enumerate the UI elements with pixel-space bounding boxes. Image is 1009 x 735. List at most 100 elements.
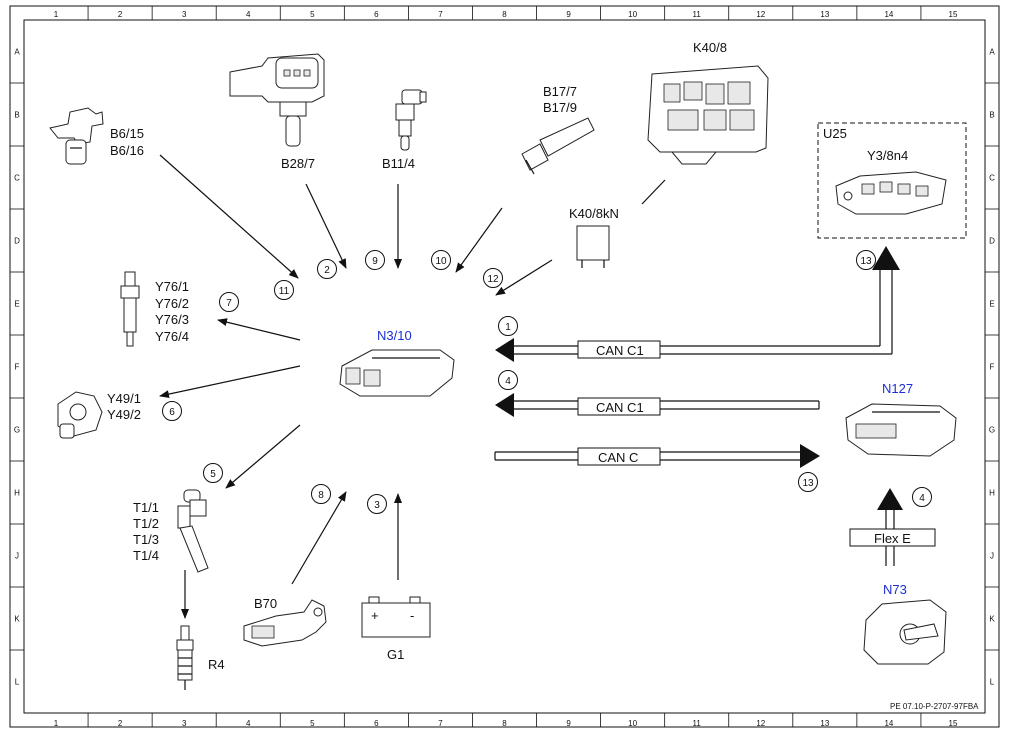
grid-column-label: 5 [310,10,315,19]
can-c1-label-mid: CAN C1 [596,400,644,415]
battery-plus-sign: + [371,608,379,623]
grid-column-label: 2 [118,10,123,19]
svg-text:3: 3 [374,500,380,511]
signal-lines [159,154,666,619]
grid-row-label: K [989,615,995,624]
grid-row-label: B [989,111,994,120]
grid-column-label: 12 [756,10,765,19]
grid-row-label: G [14,426,20,435]
label-t1-3: T1/3 [133,532,159,547]
grid-row-label: F [990,363,995,372]
camshaft-adjuster-icon [57,391,103,439]
grid-row-label: L [990,678,995,687]
grid-column-label: 1 [54,10,59,19]
grid-column-label: 15 [949,719,958,728]
grid-column-label: 4 [246,719,251,728]
callout-12: 12 [483,268,503,288]
can-c1-bus-top [495,246,900,362]
engine-control-unit-icon [339,349,455,397]
callout-4b: 4 [912,487,932,507]
flex-e-label: Flex E [874,531,911,546]
grid-column-label: 14 [884,10,893,19]
grid-column-label: 9 [566,719,571,728]
spark-plug-icon [176,625,194,690]
callout-4a: 4 [498,370,518,390]
fuse-relay-module-icon [647,65,769,165]
grid-row-label: A [989,48,995,57]
grid-row-label: E [989,300,994,309]
frame [9,5,1000,728]
callout-1: 1 [498,316,518,336]
callout-13b: 13 [798,472,818,492]
grid-column-label: 1 [54,719,59,728]
label-b28-7: B28/7 [281,156,315,171]
label-g1: G1 [387,647,404,662]
grid-column-label: 4 [246,10,251,19]
grid-column-label: 6 [374,719,379,728]
fuel-injector-icon [120,271,140,347]
grid-column-label: 6 [374,10,379,19]
battery-icon [361,596,431,638]
svg-text:12: 12 [487,274,499,285]
label-y49-1: Y49/1 [107,391,141,406]
drawing-code: PE 07.10-P-2707-97FBA [890,702,979,711]
grid-row-label: A [14,48,20,57]
grid-column-label: 7 [438,10,443,19]
grid-column-label: 3 [182,719,187,728]
label-b70: B70 [254,596,277,611]
grid-row-label: D [989,237,995,246]
grid-row-label: K [14,615,20,624]
svg-text:10: 10 [435,256,447,267]
grid-column-label: 11 [693,719,702,728]
svg-text:4: 4 [919,493,925,504]
label-y76-3: Y76/3 [155,312,189,327]
callout-11: 11 [274,280,294,300]
svg-text:1: 1 [505,322,511,333]
grid-row-label: J [15,552,19,561]
camshaft-sensor-icon [49,107,104,165]
grid-row-label: J [990,552,994,561]
grid-column-label: 5 [310,719,315,728]
ignition-coil-icon [177,489,209,573]
label-b6-16: B6/16 [110,143,144,158]
callout-3: 3 [367,494,387,514]
label-t1-1: T1/1 [133,500,159,515]
label-b17-7: B17/7 [543,84,577,99]
intake-air-sensor-icon [521,117,595,175]
grid-column-label: 3 [182,10,187,19]
svg-text:4: 4 [505,376,511,387]
grid-row-label: B [14,111,19,120]
label-y76-1: Y76/1 [155,279,189,294]
label-n3-10: N3/10 [377,328,412,343]
label-y76-2: Y76/2 [155,296,189,311]
flex-e-bus [877,488,903,566]
grid-column-label: 13 [820,10,829,19]
svg-text:5: 5 [210,469,216,480]
svg-text:7: 7 [226,298,232,309]
label-k40-8kn: K40/8kN [569,206,619,221]
crankshaft-sensor-icon [243,599,327,647]
grid-column-label: 8 [502,10,507,19]
can-c1-label-box-top [577,340,661,359]
grid-column-labels: 1122334455667788991010111112121313141415… [54,6,958,728]
can-c-label: CAN C [598,450,638,465]
grid-column-label: 15 [949,10,958,19]
ignition-switch-icon [863,599,947,665]
temperature-sensor-icon [395,89,427,151]
callout-7: 7 [219,292,239,312]
can-c1-label-top: CAN C1 [596,343,644,358]
svg-text:9: 9 [372,256,378,267]
svg-text:8: 8 [318,490,324,501]
battery-minus-sign: - [410,608,414,623]
svg-text:11: 11 [279,286,290,297]
grid-column-label: 13 [820,719,829,728]
label-y49-2: Y49/2 [107,407,141,422]
powertrain-control-unit-icon [845,403,957,457]
grid-column-label: 10 [628,719,637,728]
label-y3-8n4: Y3/8n4 [867,148,908,163]
callout-6: 6 [162,401,182,421]
callout-8: 8 [311,484,331,504]
grid-row-label: F [15,363,20,372]
can-c1-bus-mid [495,393,820,417]
